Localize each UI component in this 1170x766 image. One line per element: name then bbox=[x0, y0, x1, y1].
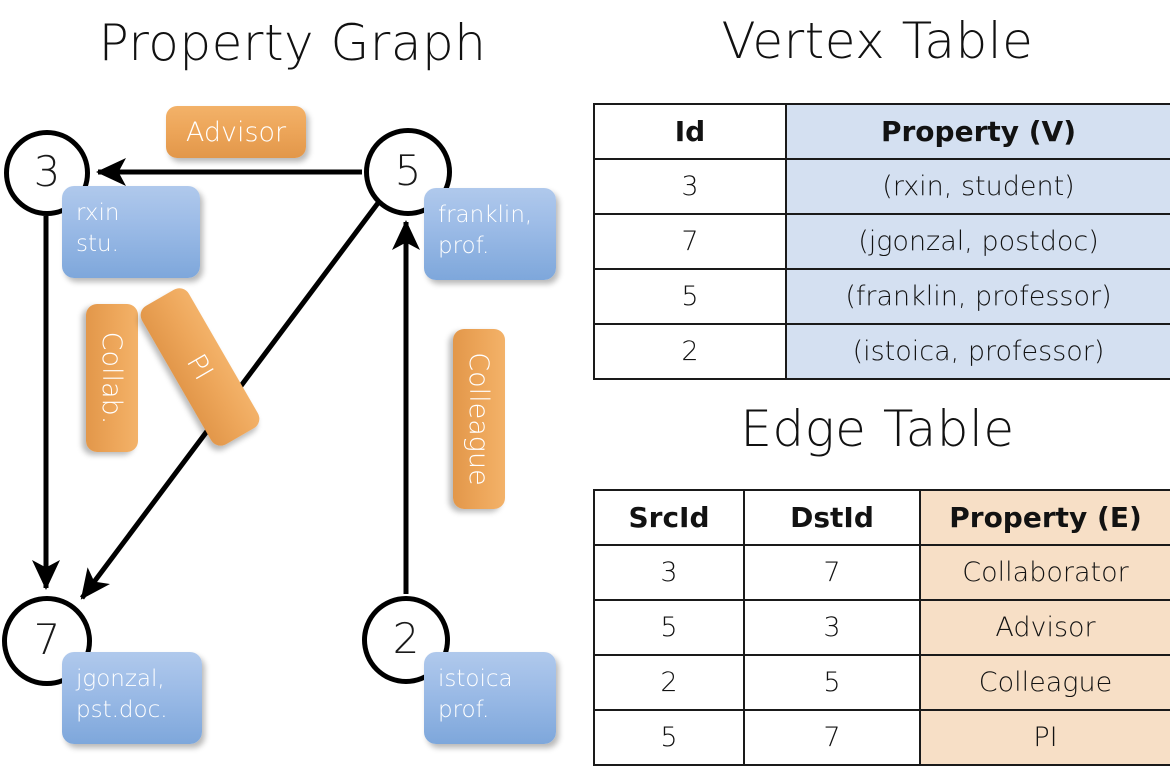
vertex-cell-id: 7 bbox=[593, 213, 787, 270]
vertex-cell-property: (jgonzal, postdoc) bbox=[785, 213, 1170, 270]
vertex-table-col-property: Property (V) bbox=[785, 103, 1170, 160]
edge-cell-dstid: 7 bbox=[743, 544, 921, 601]
vertex-table-col-id: Id bbox=[593, 103, 787, 160]
edge-table-header-row: SrcId DstId Property (E) bbox=[593, 489, 1170, 546]
node-property-7-line2: pst.doc. bbox=[76, 697, 168, 724]
vertex-table: Id Property (V) 3 (rxin, student) 7 (jgo… bbox=[593, 103, 1170, 380]
edge-label-collab-text: Collab. bbox=[96, 331, 128, 425]
edge-table: SrcId DstId Property (E) 3 7 Collaborato… bbox=[593, 489, 1170, 766]
node-property-7-line1: jgonzal, bbox=[76, 666, 165, 692]
edge-cell-dstid: 7 bbox=[743, 709, 921, 766]
edge-label-advisor-text: Advisor bbox=[185, 116, 287, 148]
graph-node-2-label: 2 bbox=[392, 614, 420, 663]
edge-cell-property: Collaborator bbox=[919, 544, 1170, 601]
vertex-cell-id: 5 bbox=[593, 268, 787, 325]
table-row: 5 (franklin, professor) bbox=[593, 268, 1170, 325]
vertex-cell-id: 3 bbox=[593, 158, 787, 215]
vertex-cell-property: (istoica, professor) bbox=[785, 323, 1170, 380]
node-property-3-line1: rxin bbox=[76, 200, 120, 226]
vertex-cell-id: 2 bbox=[593, 323, 787, 380]
table-row: 5 3 Advisor bbox=[593, 599, 1170, 656]
vertex-cell-property: (rxin, student) bbox=[785, 158, 1170, 215]
edge-cell-srcid: 5 bbox=[593, 709, 745, 766]
property-graph-diagram: Advisor Collab. PI Colleague 3 5 7 2 rxi… bbox=[0, 0, 585, 760]
table-row: 5 7 PI bbox=[593, 709, 1170, 766]
edge-label-advisor: Advisor bbox=[166, 106, 306, 158]
table-row: 3 (rxin, student) bbox=[593, 158, 1170, 215]
table-row: 3 7 Collaborator bbox=[593, 544, 1170, 601]
edge-cell-srcid: 2 bbox=[593, 654, 745, 711]
vertex-cell-property: (franklin, professor) bbox=[785, 268, 1170, 325]
page-title-vertex-table: Vertex Table bbox=[721, 12, 1034, 70]
edge-cell-srcid: 5 bbox=[593, 599, 745, 656]
node-property-box-3: rxin stu. bbox=[62, 186, 200, 278]
node-property-box-7: jgonzal, pst.doc. bbox=[62, 652, 202, 744]
node-property-5-line1: franklin, bbox=[438, 202, 533, 228]
edge-cell-srcid: 3 bbox=[593, 544, 745, 601]
edge-cell-property: Advisor bbox=[919, 599, 1170, 656]
node-property-3-line2: stu. bbox=[76, 231, 119, 258]
table-row: 2 (istoica, professor) bbox=[593, 323, 1170, 380]
graph-node-5-label: 5 bbox=[394, 146, 422, 195]
graph-node-2[interactable]: 2 bbox=[362, 596, 450, 684]
node-property-2-line1: istoica bbox=[438, 666, 513, 692]
table-row: 7 (jgonzal, postdoc) bbox=[593, 213, 1170, 270]
edge-table-col-dstid: DstId bbox=[743, 489, 921, 546]
edge-label-colleague-text: Colleague bbox=[463, 352, 495, 486]
edge-cell-dstid: 5 bbox=[743, 654, 921, 711]
edge-cell-property: Colleague bbox=[919, 654, 1170, 711]
vertex-table-header-row: Id Property (V) bbox=[593, 103, 1170, 160]
edge-cell-dstid: 3 bbox=[743, 599, 921, 656]
page-title-edge-table: Edge Table bbox=[740, 400, 1015, 458]
node-property-2-line2: prof. bbox=[438, 697, 490, 724]
table-row: 2 5 Colleague bbox=[593, 654, 1170, 711]
node-property-5-line2: prof. bbox=[438, 233, 490, 260]
edge-label-collab: Collab. bbox=[86, 304, 138, 452]
edge-label-pi-text: PI bbox=[180, 348, 220, 386]
node-property-box-2: istoica prof. bbox=[424, 652, 556, 744]
edge-table-col-property: Property (E) bbox=[919, 489, 1170, 546]
page-title-property-graph: Property Graph bbox=[98, 14, 487, 72]
edge-label-colleague: Colleague bbox=[453, 329, 505, 509]
node-property-box-5: franklin, prof. bbox=[424, 188, 556, 280]
edge-cell-property: PI bbox=[919, 709, 1170, 766]
graph-node-5[interactable]: 5 bbox=[364, 128, 452, 216]
edge-table-col-srcid: SrcId bbox=[593, 489, 745, 546]
graph-node-7-label: 7 bbox=[33, 615, 61, 664]
graph-node-3-label: 3 bbox=[33, 147, 61, 196]
